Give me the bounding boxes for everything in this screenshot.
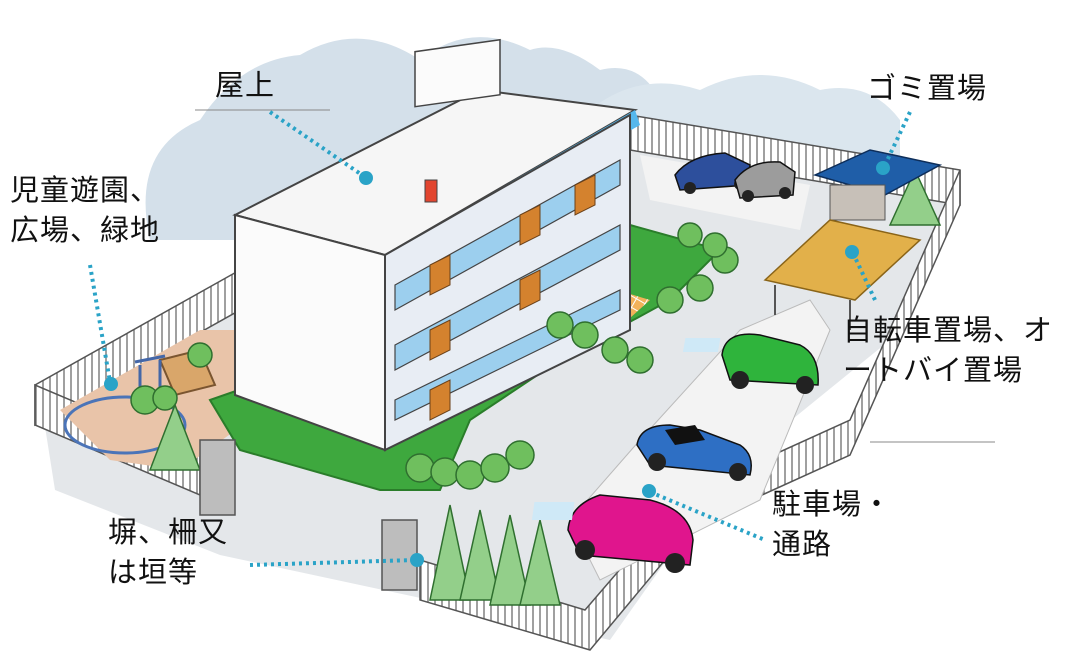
parking-marker [642, 484, 656, 498]
playground-label-line-2: 広場、緑地 [10, 213, 161, 247]
bicycle-marker [845, 245, 859, 259]
garbage-shed [829, 184, 886, 221]
garbage-label: ゴミ置場 [867, 71, 988, 105]
fence-label-line-2: は垣等 [108, 555, 199, 589]
car-grey [734, 161, 796, 202]
car-green [682, 333, 819, 394]
gate-post-left [199, 439, 236, 516]
parking-label-line-1: 駐車場・ [772, 487, 893, 521]
bicycle-label-line-1: 自転車置場、オ [843, 313, 1054, 347]
rooftop-door [424, 179, 438, 203]
playground-marker [104, 377, 118, 391]
trees [148, 168, 942, 606]
playground-label-line-1: 児童遊園、 [10, 173, 161, 207]
parking-label-line-2: 通路 [772, 527, 833, 561]
garbage-marker [876, 161, 890, 175]
bicycle-label-line-2: ートバイ置場 [843, 353, 1024, 387]
bike-shelter-roof [763, 219, 922, 301]
leader-lines [88, 110, 912, 567]
rooftop-structure [414, 38, 501, 108]
car-pink [531, 494, 694, 573]
hedges [130, 222, 739, 490]
fence-marker [410, 553, 424, 567]
rooftop-label: 屋上 [215, 68, 276, 102]
car-blue [636, 424, 752, 481]
playground-label: 児童遊園、 広場、緑地 [10, 170, 160, 250]
fence-label: 塀、柵又 は垣等 [108, 512, 228, 592]
leader-markers [104, 161, 890, 567]
gate-post-right [381, 519, 418, 591]
bicycle-label: 自転車置場、オ ートバイ置場 [843, 310, 1053, 390]
doors [429, 174, 596, 421]
playground-circle [63, 395, 187, 455]
rooftop-marker [359, 171, 373, 185]
parking-label: 駐車場・ 通路 [772, 484, 892, 564]
bike-shelter-posts [774, 285, 851, 330]
fence-label-line-1: 塀、柵又 [108, 515, 229, 549]
